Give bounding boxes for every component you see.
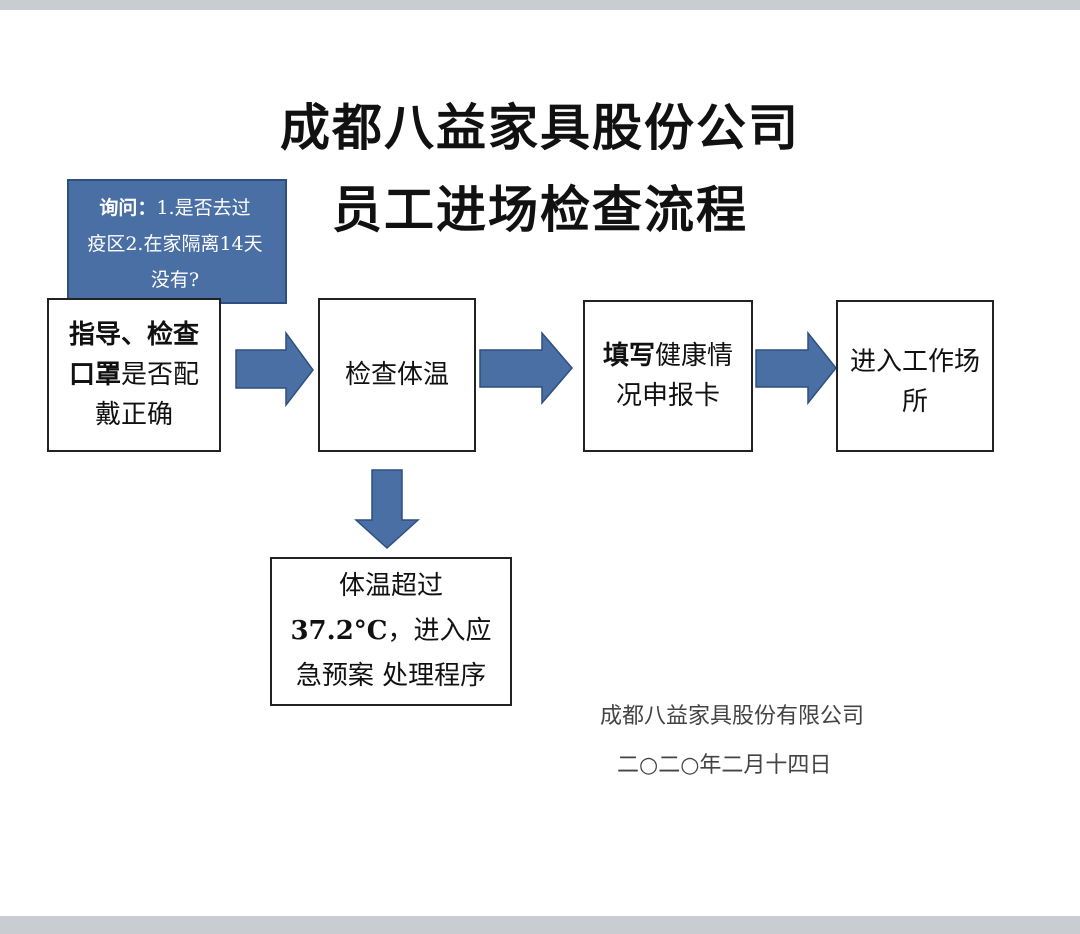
emergency-line1: 体温超过 <box>338 571 443 601</box>
arrow-right-3 <box>755 330 837 406</box>
title-company: 成都八益家具股份公司 <box>280 99 800 157</box>
mask-check-line3: 戴正确 <box>94 400 173 430</box>
mask-check-line1: 指导、检查 <box>68 320 199 350</box>
top-border-strip <box>0 0 1080 10</box>
arrow-right-2 <box>479 330 573 406</box>
step-enter-workplace: 进入工作场 所 <box>836 300 994 452</box>
emergency-temp: 37.2°C <box>290 616 388 646</box>
step-emergency-plan: 体温超过 37.2°C，进入应 急预案 处理程序 <box>270 557 512 706</box>
inquiry-q3: 没有? <box>150 269 200 291</box>
temperature-label: 检查体温 <box>344 360 449 390</box>
step-mask-check: 指导、检查 口罩是否配 戴正确 <box>47 298 221 452</box>
health-card-line2: 况申报卡 <box>615 381 720 411</box>
health-card-bold: 填写 <box>602 341 655 371</box>
mask-check-bold: 口罩 <box>68 360 121 390</box>
enter-line2: 所 <box>901 387 928 417</box>
inquiry-callout: 询问：1.是否去过 疫区2.在家隔离14天 没有? <box>70 190 280 298</box>
footer-date: 二○二○年二月十四日 <box>617 753 832 778</box>
enter-line1: 进入工作场 <box>849 347 980 377</box>
inquiry-q2: 疫区2.在家隔离14天 <box>87 233 263 255</box>
emergency-line2: ，进入应 <box>387 616 492 646</box>
arrow-right-1 <box>235 330 314 408</box>
mask-check-line2: 是否配 <box>121 360 200 390</box>
health-card-line1: 健康情 <box>655 341 734 371</box>
step-temperature-check: 检查体温 <box>318 298 476 452</box>
arrow-down <box>354 469 420 550</box>
inquiry-q1: 1.是否去过 <box>156 197 251 219</box>
title-process: 员工进场检查流程 <box>332 181 748 239</box>
step-health-card: 填写健康情 况申报卡 <box>583 300 753 452</box>
bottom-border-strip <box>0 916 1080 934</box>
footer-company: 成都八益家具股份有限公司 <box>600 704 865 729</box>
emergency-line3: 急预案 处理程序 <box>295 661 487 691</box>
inquiry-heading: 询问： <box>99 197 157 219</box>
